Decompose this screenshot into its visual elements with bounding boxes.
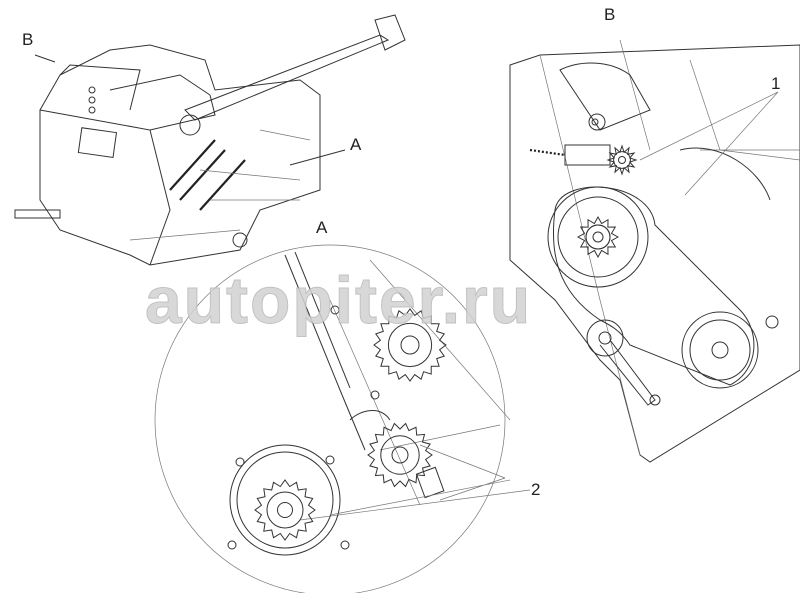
sprocket-hub xyxy=(277,502,293,518)
view-a-arrow-label: A xyxy=(350,135,362,154)
arrow-b xyxy=(34,54,56,63)
sprocket xyxy=(254,479,316,541)
sprocket xyxy=(373,308,447,382)
sprocket-hub xyxy=(618,156,626,164)
sprocket-hub xyxy=(585,224,611,250)
watermark: autopiter.ru xyxy=(144,262,533,338)
sprocket-hub xyxy=(592,231,604,243)
detail-b xyxy=(509,39,800,463)
detail-a-title: A xyxy=(316,218,328,237)
harvester-overview xyxy=(14,14,406,266)
callout-1: 1 xyxy=(771,74,781,93)
sprocket-hub xyxy=(400,335,420,355)
sprocket-hub xyxy=(266,491,304,529)
detail-a xyxy=(154,244,531,593)
sprocket-hub xyxy=(391,446,409,464)
sprocket-hub xyxy=(387,322,433,368)
arrow-a xyxy=(289,149,346,166)
sprocket xyxy=(576,215,620,259)
sprocket-hub xyxy=(380,435,420,475)
sprocket xyxy=(367,422,433,488)
detail-b-title: B xyxy=(604,5,616,24)
callout-2: 2 xyxy=(531,480,541,499)
view-b-arrow-label: B xyxy=(22,30,34,49)
watermark-text: autopiter.ru xyxy=(144,263,533,338)
sprocket-hub xyxy=(613,151,631,169)
sprocket xyxy=(606,144,638,176)
